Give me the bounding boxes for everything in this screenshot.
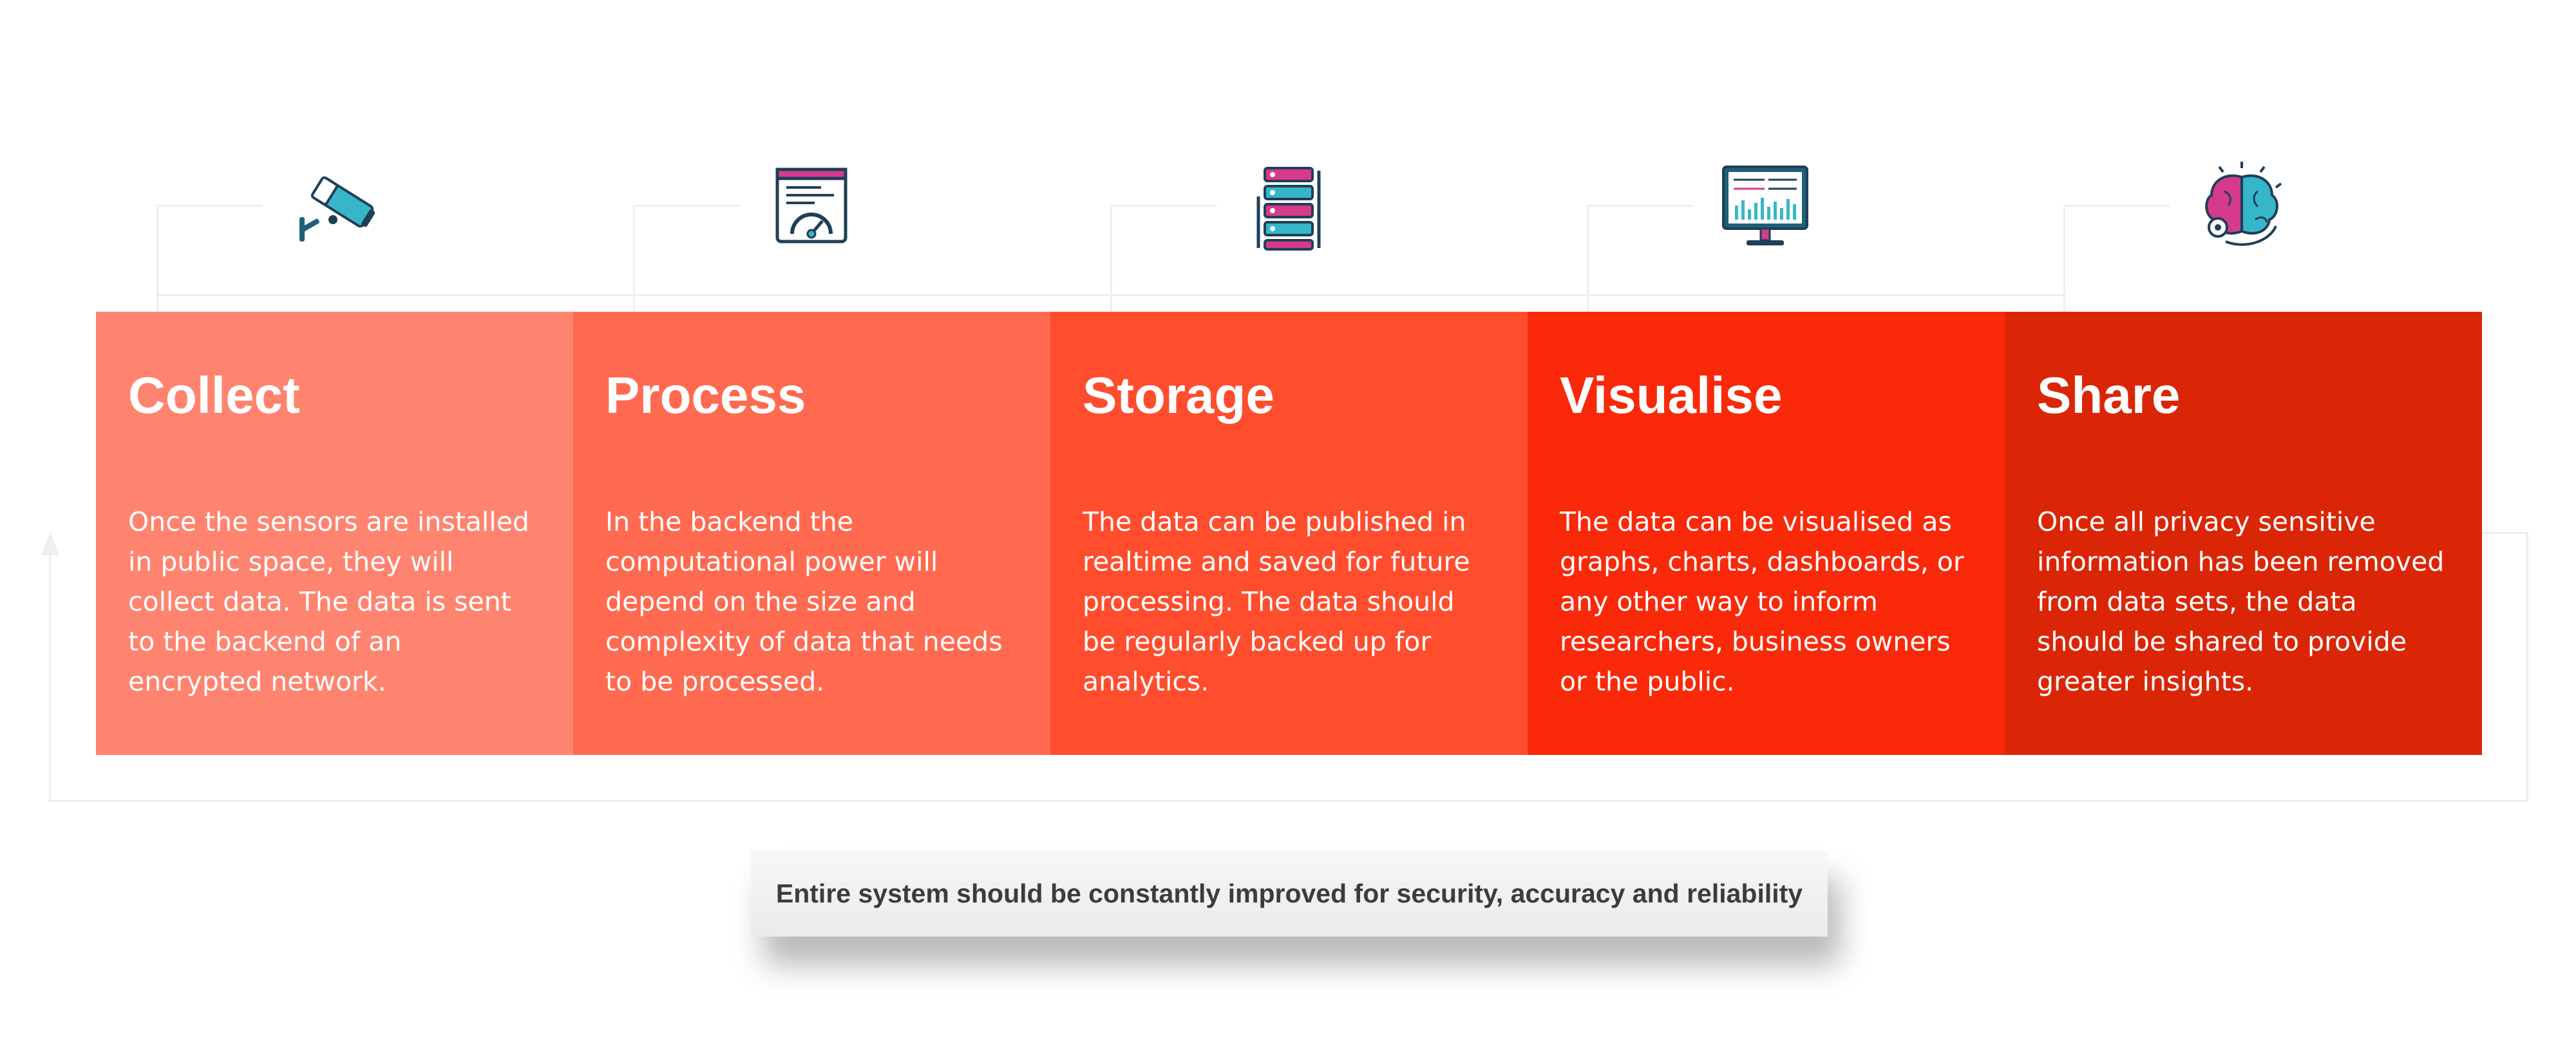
connector-line-2-h [633, 205, 739, 207]
connector-line-1-h [156, 205, 263, 207]
connector-line-1 [156, 205, 158, 313]
stages-row: Collect Once the sensors are installed i… [96, 312, 2482, 755]
loop-line-right-top [2478, 532, 2528, 534]
dashboard-monitor-icon [1717, 158, 1814, 254]
stage-process: Process In the backend the computational… [573, 312, 1050, 755]
connector-line-4 [1587, 205, 1589, 313]
connector-line-2 [633, 205, 635, 313]
cctv-camera-icon [287, 158, 383, 254]
stage-title: Process [605, 367, 806, 424]
loop-line-left [49, 554, 51, 801]
stage-title: Visualise [1560, 367, 1783, 424]
stage-share: Share Once all privacy sensitive informa… [2005, 312, 2482, 755]
stage-description: In the backend the computational power w… [605, 506, 1003, 697]
connector-line-5-h [2063, 205, 2170, 207]
stage-storage: Storage The data can be published in rea… [1050, 312, 1528, 755]
improvement-note: Entire system should be constantly impro… [751, 850, 1828, 937]
stage-description: Once the sensors are installed in public… [128, 506, 529, 697]
stage-description: Once all privacy sensitive information h… [2037, 506, 2445, 697]
stage-collect: Collect Once the sensors are installed i… [96, 312, 573, 755]
server-rack-icon [1240, 158, 1337, 254]
brain-gear-icon [2193, 158, 2290, 254]
stage-description: The data can be published in realtime an… [1083, 506, 1470, 697]
loop-arrow-head [41, 532, 59, 555]
connector-line-5 [2063, 205, 2065, 313]
connector-line-3 [1110, 205, 1112, 313]
stage-title: Collect [128, 367, 300, 424]
loop-line-bottom [49, 800, 2528, 802]
connector-line-4-h [1587, 205, 1693, 207]
connector-line-top [156, 294, 2065, 296]
connector-line-3-h [1110, 205, 1217, 207]
loop-line-right [2526, 532, 2528, 802]
stage-description: The data can be visualised as graphs, ch… [1560, 506, 1964, 697]
stage-title: Storage [1083, 367, 1274, 424]
stage-title: Share [2037, 367, 2181, 424]
speed-gauge-window-icon [763, 158, 860, 254]
stage-visualise: Visualise The data can be visualised as … [1528, 312, 2005, 755]
